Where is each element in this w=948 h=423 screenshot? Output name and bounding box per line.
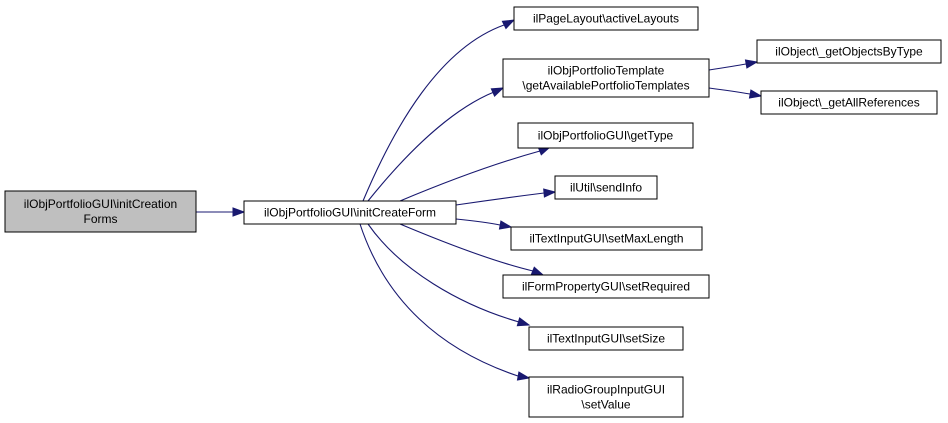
node-label: \setValue — [581, 398, 630, 412]
edge-line — [359, 223, 519, 377]
node-box — [528, 326, 684, 351]
edge-initCreateForm-to-sendInfo — [455, 188, 557, 206]
node-box — [502, 58, 710, 98]
node-label: ilRadioGroupInputGUI — [547, 383, 665, 397]
edge-root-to-initCreateForm — [196, 207, 246, 217]
edge-line — [362, 24, 505, 202]
arrowhead — [501, 19, 516, 30]
node-label: ilObject\_getObjectsByType — [775, 45, 923, 59]
arrowhead — [232, 207, 246, 217]
node-box — [554, 175, 658, 200]
edge-initCreateForm-to-setValue — [359, 223, 531, 381]
node-activeLayouts[interactable]: ilPageLayout\activeLayouts — [513, 6, 699, 31]
edge-line — [399, 223, 534, 272]
node-setValue[interactable]: ilRadioGroupInputGUI\setValue — [528, 376, 684, 418]
edge-line — [455, 192, 545, 206]
edge-getAvailablePortfolioTemplates-to-getAllReferences — [708, 87, 763, 99]
node-label: ilTextInputGUI\setMaxLength — [529, 232, 683, 246]
node-getAllReferences[interactable]: ilObject\_getAllReferences — [760, 90, 938, 115]
node-label: ilPageLayout\activeLayouts — [533, 12, 679, 26]
node-box — [510, 226, 703, 251]
arrowhead — [543, 188, 557, 198]
edge-line — [367, 91, 495, 202]
node-setRequired[interactable]: ilFormPropertyGUI\setRequired — [502, 274, 710, 299]
edge-line — [399, 150, 541, 202]
node-getAvailablePortfolioTemplates[interactable]: ilObjPortfolioTemplate\getAvailablePortf… — [502, 58, 710, 98]
node-box — [4, 190, 197, 233]
node-setSize[interactable]: ilTextInputGUI\setSize — [528, 326, 684, 351]
node-getType[interactable]: ilObjPortfolioGUI\getType — [517, 122, 694, 149]
arrowhead — [744, 59, 759, 69]
edge-initCreateForm-to-setSize — [367, 223, 531, 327]
node-box — [760, 90, 938, 115]
arrowhead — [498, 220, 513, 230]
edge-line — [367, 223, 520, 323]
node-label: ilObjPortfolioGUI\initCreation — [24, 197, 177, 211]
node-label: ilObjPortfolioTemplate — [548, 64, 665, 78]
node-box — [756, 39, 942, 64]
edge-line — [708, 63, 747, 71]
node-box — [513, 6, 699, 31]
node-label: ilObject\_getAllReferences — [778, 96, 919, 110]
node-setMaxLength[interactable]: ilTextInputGUI\setMaxLength — [510, 226, 703, 251]
node-box — [502, 274, 710, 299]
node-box — [528, 376, 684, 418]
edge-getAvailablePortfolioTemplates-to-getObjectsByType — [708, 59, 759, 71]
edge-initCreateForm-to-setMaxLength — [455, 218, 513, 230]
arrowhead — [490, 87, 505, 97]
node-sendInfo[interactable]: ilUtil\sendInfo — [554, 175, 658, 200]
edge-line — [708, 87, 751, 95]
node-label: Forms — [84, 212, 118, 226]
edge-initCreateForm-to-getAvailablePortfolioTemplates — [367, 87, 505, 202]
arrowhead — [530, 266, 545, 276]
edge-initCreateForm-to-setRequired — [399, 223, 545, 276]
edge-initCreateForm-to-getType — [399, 146, 552, 202]
node-label: ilTextInputGUI\setSize — [547, 332, 665, 346]
arrowhead — [516, 371, 531, 381]
arrowhead — [748, 89, 763, 99]
node-label: ilFormPropertyGUI\setRequired — [522, 280, 690, 294]
edge-initCreateForm-to-activeLayouts — [362, 19, 516, 202]
node-box — [243, 200, 457, 225]
node-getObjectsByType[interactable]: ilObject\_getObjectsByType — [756, 39, 942, 64]
edge-line — [455, 218, 501, 226]
node-box — [517, 122, 694, 149]
node-label: ilObjPortfolioGUI\initCreateForm — [264, 206, 436, 220]
node-initCreateForm[interactable]: ilObjPortfolioGUI\initCreateForm — [243, 200, 457, 225]
node-label: \getAvailablePortfolioTemplates — [522, 79, 689, 93]
node-label: ilUtil\sendInfo — [570, 181, 642, 195]
arrowhead — [516, 317, 531, 327]
node-label: ilObjPortfolioGUI\getType — [538, 129, 674, 143]
